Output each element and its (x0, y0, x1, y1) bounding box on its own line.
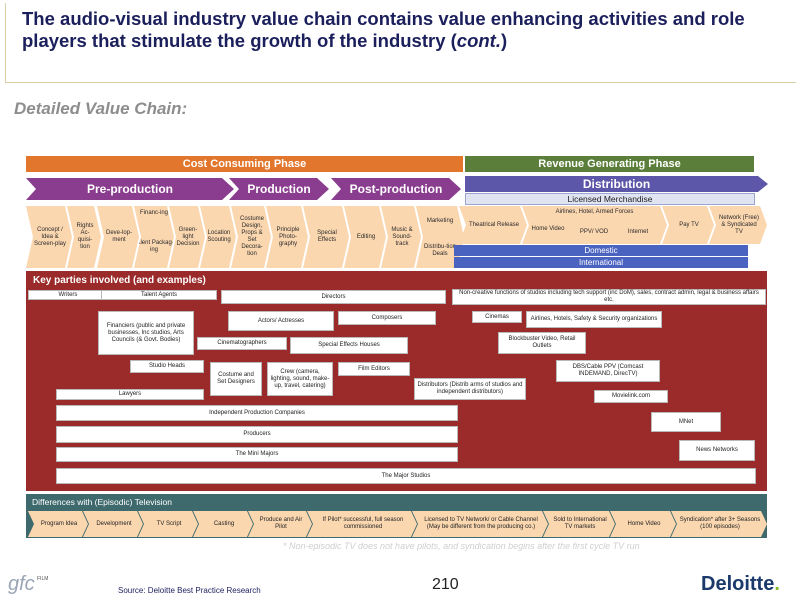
tv-step-home-video: Home Video (610, 511, 676, 537)
party-composers: Composers (338, 311, 436, 325)
chain-concept: Concept / Idea & Screen-play (26, 206, 72, 268)
chain-financing: Financ-ing (139, 210, 168, 216)
party-mnet: MNet (651, 412, 721, 432)
chain-location: Location Scouting (200, 206, 236, 268)
chain-music: Music & Sound-track (381, 206, 421, 268)
chain-special-effects: Special Effects (303, 206, 349, 268)
chain-home-video: Home Video (531, 226, 565, 232)
chain-ppv: PPV/ VOD (579, 229, 609, 235)
international-bar: International (454, 257, 748, 268)
tv-step-licensed: Licensed to TV Network/ or Cable Channel… (412, 511, 548, 537)
title-main: The audio-visual industry value chain co… (22, 8, 745, 51)
page-number: 210 (432, 576, 459, 593)
chain-talent: Talent Packag-ing (134, 240, 174, 253)
chain-editing: Editing (344, 206, 386, 268)
gfc-logo: gfc (8, 573, 35, 595)
party-major-studios: The Major Studios (56, 468, 756, 484)
party-airlines-hotels: Airlines, Hotels, Safety & Security orga… (526, 311, 662, 328)
tv-step-pilot: Produce and Air Pilot (248, 511, 312, 537)
licensed-merchandise-bar: Licensed Merchandise (465, 193, 755, 205)
tv-step-development: Development (83, 511, 143, 537)
chain-costume: Costume Design, Props & Set Decora-tion (231, 206, 271, 268)
source-note: Source: Deloitte Best Practice Research (118, 586, 261, 595)
slide-title: The audio-visual industry value chain co… (22, 8, 782, 52)
party-crew: Crew (camera, lighting, sound, make-up, … (267, 362, 333, 396)
slide-subtitle: Detailed Value Chain: (14, 99, 188, 118)
chain-marketing: Marketing (426, 218, 454, 224)
film-logo: FILM (37, 576, 49, 582)
party-cinematographers: Cinematographers (197, 337, 287, 350)
deloitte-dot: . (774, 573, 780, 595)
party-directors: Directors (221, 290, 446, 304)
party-lawyers: Lawyers (56, 389, 204, 400)
pre-production-arrow: Pre-production (26, 178, 234, 200)
cost-phase-bar: Cost Consuming Phase (26, 156, 463, 172)
tv-differences-title: Differences with (Episodic) Television (32, 497, 172, 507)
chain-network-tv: Network (Free) & Syndicated TV (709, 206, 767, 244)
chain-development: Deve-lop-ment (97, 206, 139, 268)
chain-theatrical: Theatrical Release (459, 206, 527, 244)
party-mini-majors: The Mini Majors (56, 447, 458, 462)
chain-financing-talent: Financ-ing Talent Packag-ing (134, 206, 174, 268)
party-talent-agents: Talent Agents (101, 290, 217, 300)
party-financiers: Financiers (public and private businesse… (98, 311, 194, 355)
chain-airlines: Airlines, Hotel, Armed Forces (555, 209, 634, 215)
party-costume-designers: Costume and Set Designers (210, 362, 262, 396)
tv-step-tv-script: TV Script (138, 511, 198, 537)
party-producers: Producers (56, 426, 458, 443)
party-dbs-cable: DBS/Cable PPV (Comcast INDEMAND, DirecTV… (556, 360, 660, 382)
title-frame (5, 3, 796, 83)
party-actors: Actors/ Actresses (228, 311, 334, 331)
party-studio-heads: Studio Heads (130, 360, 204, 373)
party-indie-production: Independent Production Companies (56, 405, 458, 421)
title-italic: cont. (456, 30, 501, 51)
chain-greenlight: Green-light Decision (169, 206, 205, 268)
title-end: ) (501, 30, 508, 51)
party-distributors: Distributors (Distrib arms of studios an… (414, 378, 526, 400)
party-movielink: Movielink.com (594, 390, 668, 403)
deloitte-logo: Deloitte. (701, 573, 780, 596)
tv-step-program-idea: Program Idea (28, 511, 88, 537)
distribution-arrow: Distribution (465, 176, 768, 192)
party-writers: Writers (28, 290, 108, 300)
chain-paytv: Pay TV (662, 206, 714, 244)
revenue-phase-bar: Revenue Generating Phase (465, 156, 754, 172)
party-sfx-houses: Special Effects Houses (290, 337, 408, 354)
chain-rights: Rights Ac-quisi-tion (67, 206, 101, 268)
party-blockbuster: Blockbuster Video, Retail Outlets (498, 332, 586, 354)
tv-step-season-commissioned: If Pilot* successful, full season commis… (307, 511, 417, 537)
party-non-creative: Non-creative functions of studios includ… (452, 289, 766, 305)
production-arrow: Production (229, 178, 329, 200)
tv-step-syndication: Syndication* after 3+ Seasons (100 episo… (671, 511, 767, 537)
post-production-arrow: Post-production (331, 178, 461, 200)
chain-principle-photography: Principle Photo-graphy (266, 206, 308, 268)
party-cinemas: Cinemas (472, 311, 522, 323)
domestic-bar: Domestic (454, 245, 748, 256)
chain-distribution-deals: Distribu-tion Deals (423, 244, 456, 257)
chain-ancillary: Airlines, Hotel, Armed Forces Home Video… (522, 206, 667, 244)
tv-step-casting: Casting (193, 511, 253, 537)
footnote: * Non-episodic TV does not have pilots, … (283, 541, 640, 551)
deloitte-wordmark: Deloitte (701, 573, 775, 595)
chain-internet: Internet (627, 229, 649, 235)
party-film-editors: Film Editors (338, 362, 410, 376)
key-parties-title: Key parties involved (and examples) (33, 275, 206, 286)
party-news-networks: News Networks (679, 440, 755, 461)
tv-step-international: Sold to International TV markets (543, 511, 615, 537)
